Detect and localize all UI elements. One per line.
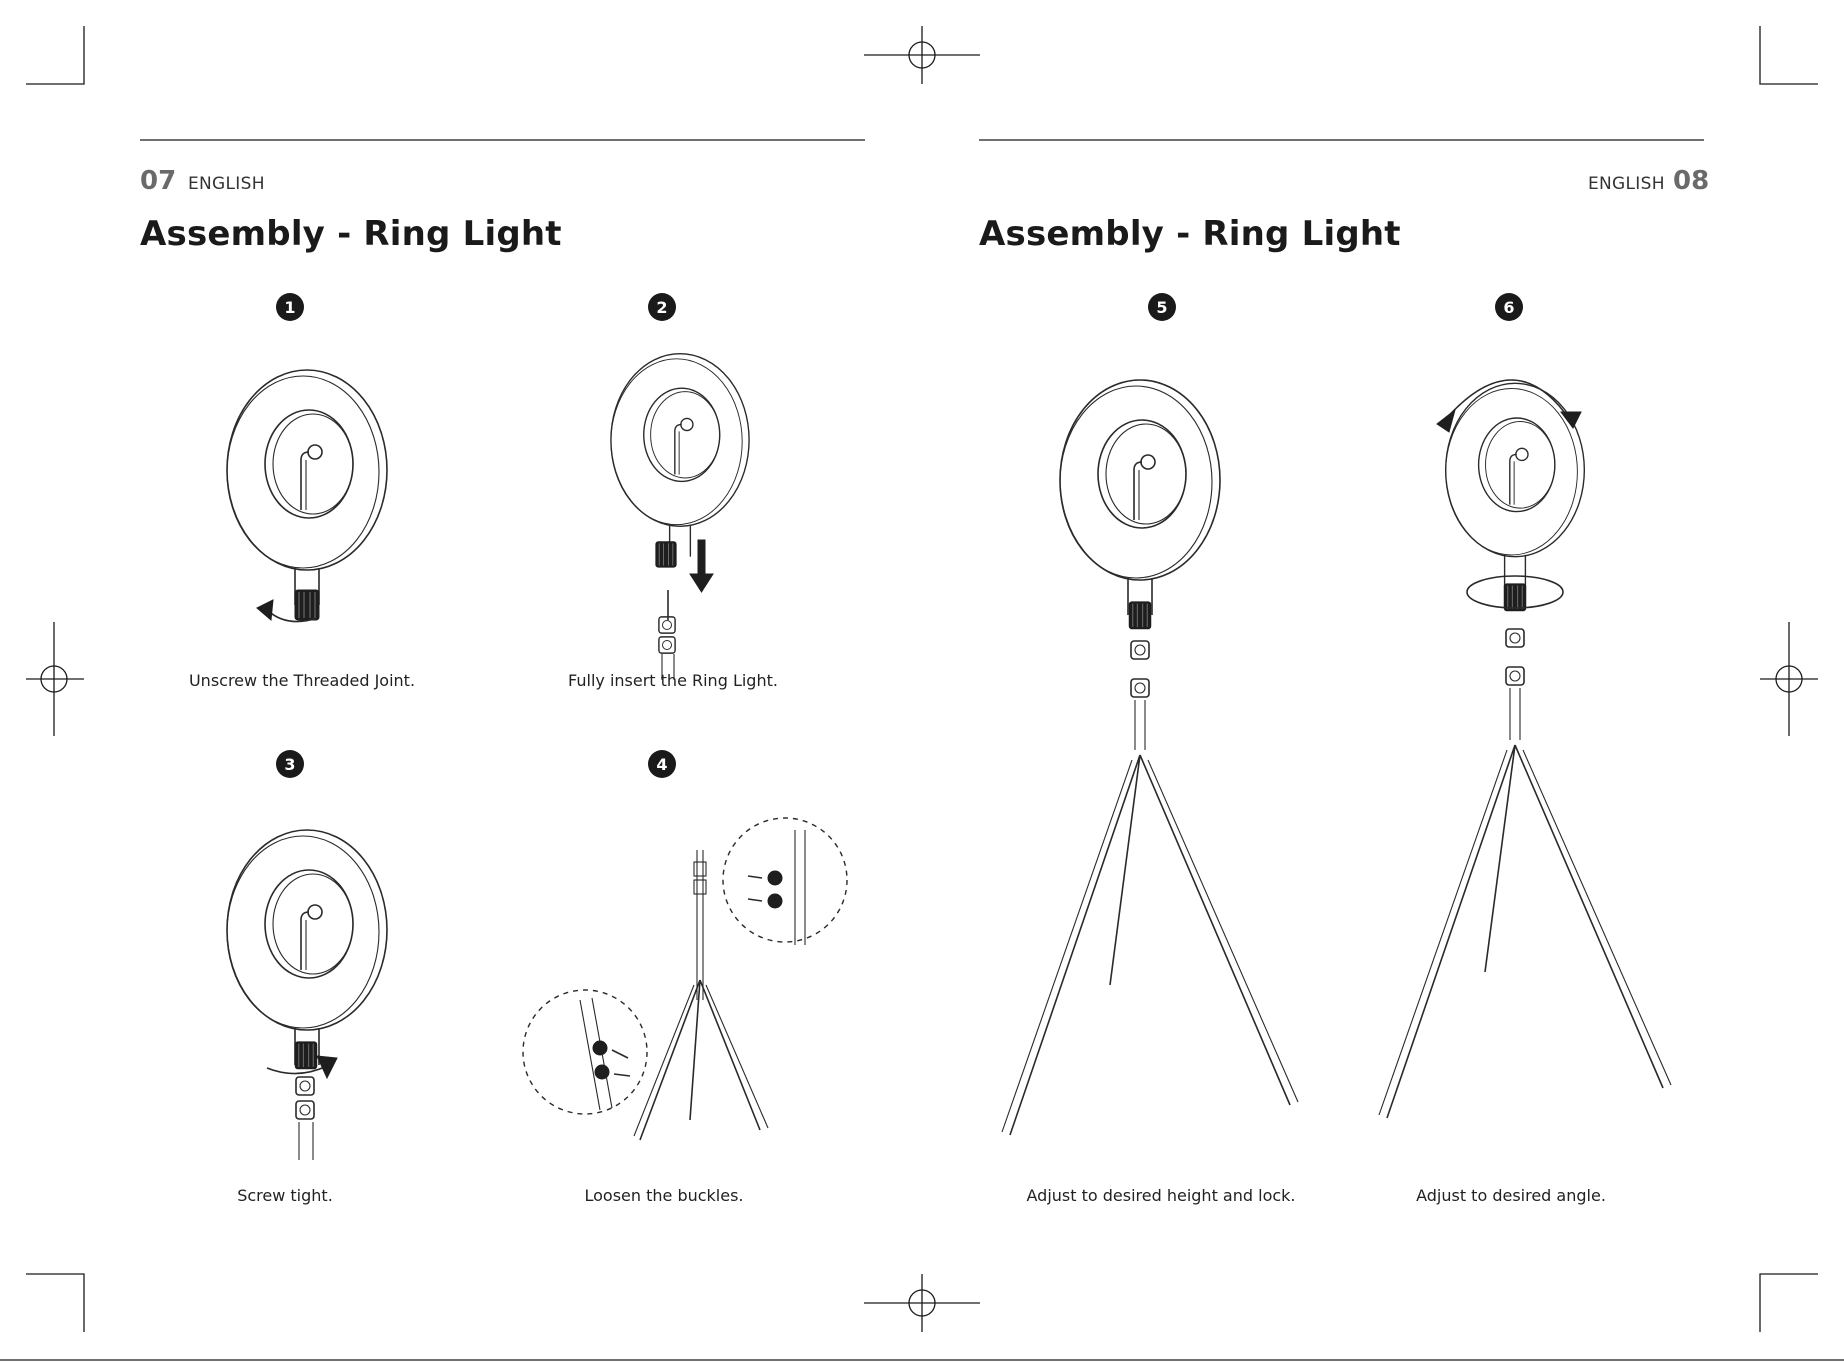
step-1-ring-light <box>227 370 387 622</box>
step-5-ring-light-tripod <box>1002 380 1298 1135</box>
step-6-ring-light-tripod <box>1379 380 1671 1118</box>
step-3-ring-light <box>227 830 387 1160</box>
step-4-tripod <box>523 818 847 1140</box>
step-2-ring-light <box>611 354 749 680</box>
